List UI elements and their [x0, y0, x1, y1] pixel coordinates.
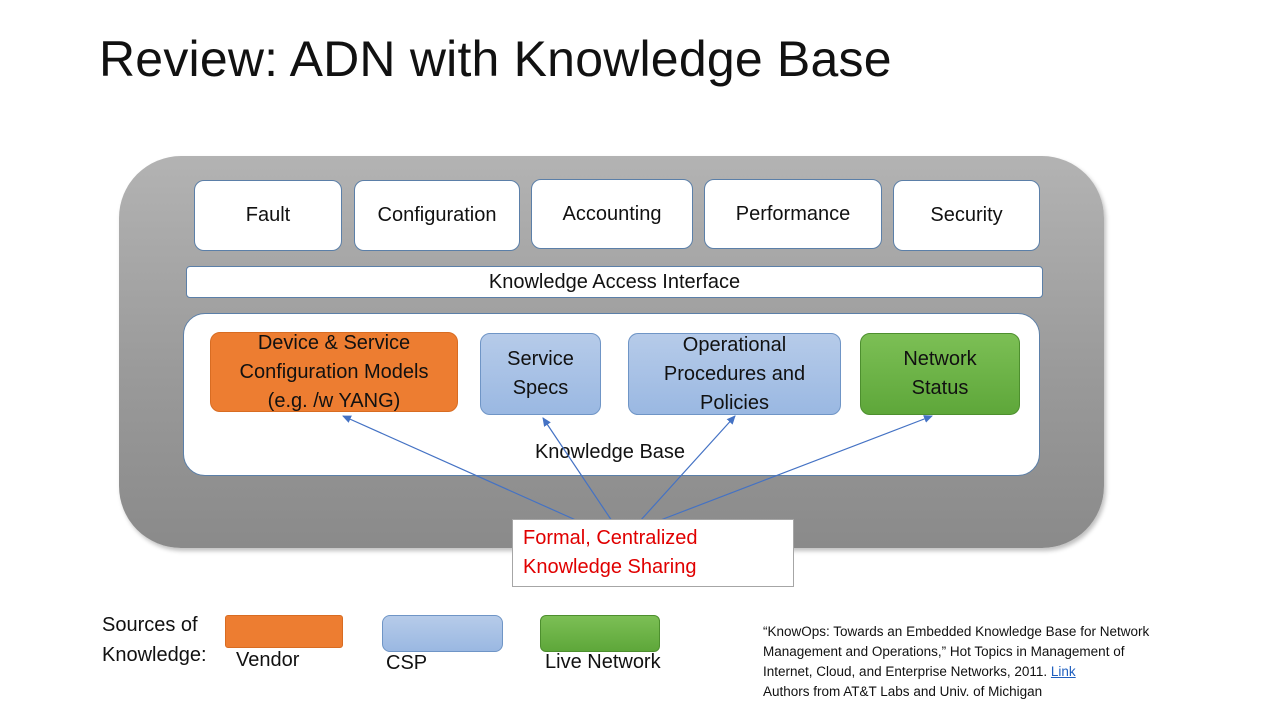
- kb-item-network-status-line1: Network: [903, 348, 977, 370]
- kb-item-operational-procedures-line1: Operational: [682, 333, 787, 356]
- kb-item-config-models-line1: Device & Service: [257, 331, 411, 354]
- kb-item-operational-procedures-line2: Procedures and: [663, 362, 806, 385]
- centralized-sharing-callout: Formal, Centralized Knowledge Sharing: [512, 519, 794, 587]
- kb-item-config-models-line3: (e.g. /w YANG): [267, 389, 401, 412]
- legend-live-network-label: Live Network: [545, 651, 661, 673]
- kb-item-network-status-line2: Status: [911, 377, 969, 399]
- reference-line3: Internet, Cloud, and Enterprise Networks…: [763, 662, 1263, 682]
- reference-link[interactable]: Link: [1050, 664, 1076, 679]
- kb-item-operational-procedures-line3: Policies: [700, 391, 769, 414]
- reference-line1: “KnowOps: Towards an Embedded Knowledge …: [763, 624, 1150, 639]
- reference-citation: “KnowOps: Towards an Embedded Knowledge …: [763, 622, 1263, 702]
- legend-vendor-label: Vendor: [236, 649, 300, 671]
- callout-line2: Knowledge Sharing: [523, 556, 697, 578]
- legend-csp-swatch: [382, 615, 503, 652]
- knowledge-base-label: Knowledge Base: [534, 441, 686, 463]
- kb-item-service-specs: Service Specs: [480, 333, 601, 415]
- kb-item-network-status: Network Status: [860, 333, 1020, 415]
- kb-item-operational-procedures: Operational Procedures and Policies: [628, 333, 841, 415]
- callout-line1: Formal, Centralized: [523, 527, 698, 549]
- legend-csp-label: CSP: [386, 652, 428, 674]
- legend-title-line1: Sources of: [102, 614, 198, 636]
- reference-line2: Management and Operations,” Hot Topics i…: [763, 644, 1125, 659]
- legend-vendor-swatch: [225, 615, 343, 648]
- function-fault-box: Fault: [194, 180, 342, 251]
- kb-item-service-specs-line2: Specs: [512, 377, 569, 399]
- arrow-to-network-status: [657, 415, 933, 522]
- function-security-box: Security: [893, 180, 1040, 251]
- legend-live-network-swatch: [540, 615, 660, 652]
- reference-line3-text: Internet, Cloud, and Enterprise Networks…: [763, 664, 1048, 679]
- kb-item-config-models-line2: Configuration Models: [239, 360, 429, 383]
- arrow-to-config-models: [342, 415, 579, 522]
- kb-item-service-specs-line1: Service: [507, 348, 574, 370]
- knowledge-access-interface-bar: Knowledge Access Interface: [186, 266, 1043, 298]
- arrow-to-service-specs: [542, 417, 613, 522]
- legend-title-line2: Knowledge:: [102, 644, 207, 666]
- function-performance-box: Performance: [704, 179, 882, 249]
- function-configuration-box: Configuration: [354, 180, 520, 251]
- legend-title: Sources of Knowledge:: [102, 610, 207, 670]
- arrow-to-operational-procedures: [639, 415, 736, 522]
- function-accounting-box: Accounting: [531, 179, 693, 249]
- kb-item-config-models: Device & Service Configuration Models (e…: [210, 332, 458, 412]
- reference-authors: Authors from AT&T Labs and Univ. of Mich…: [763, 684, 1043, 699]
- slide-title: Review: ADN with Knowledge Base: [99, 31, 892, 87]
